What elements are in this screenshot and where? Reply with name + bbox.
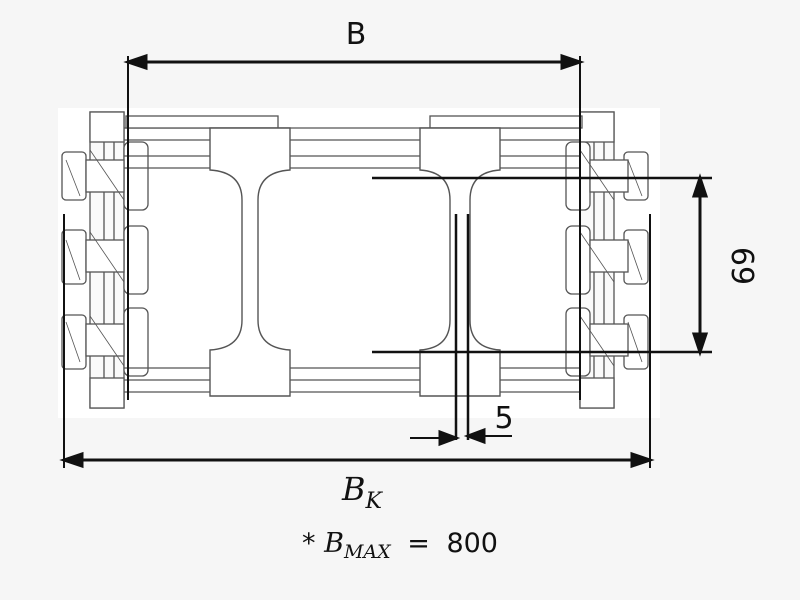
separator-left	[209, 127, 291, 397]
dim-label-bk-sub: K	[365, 489, 384, 514]
dim-label-b: B	[346, 17, 367, 52]
note-subscript: MAX	[343, 541, 391, 563]
dimension-lines	[59, 53, 712, 469]
dim-label-height: 69	[724, 247, 759, 285]
drawing-area	[58, 108, 660, 418]
dim-label-gap: 5	[494, 401, 513, 436]
dim-label-bk: BK	[341, 470, 384, 514]
note-prefix: *	[302, 528, 316, 559]
left-side-frame	[61, 111, 149, 409]
crossbars	[124, 115, 583, 393]
note-equals: =	[407, 528, 430, 559]
right-side-frame	[565, 111, 649, 409]
note-symbol: B	[324, 528, 344, 559]
separator-right	[419, 127, 501, 397]
dim-label-bk-main: B	[341, 470, 366, 508]
note-value: 800	[446, 528, 498, 559]
max-width-note: * BMAX = 800	[0, 528, 800, 563]
